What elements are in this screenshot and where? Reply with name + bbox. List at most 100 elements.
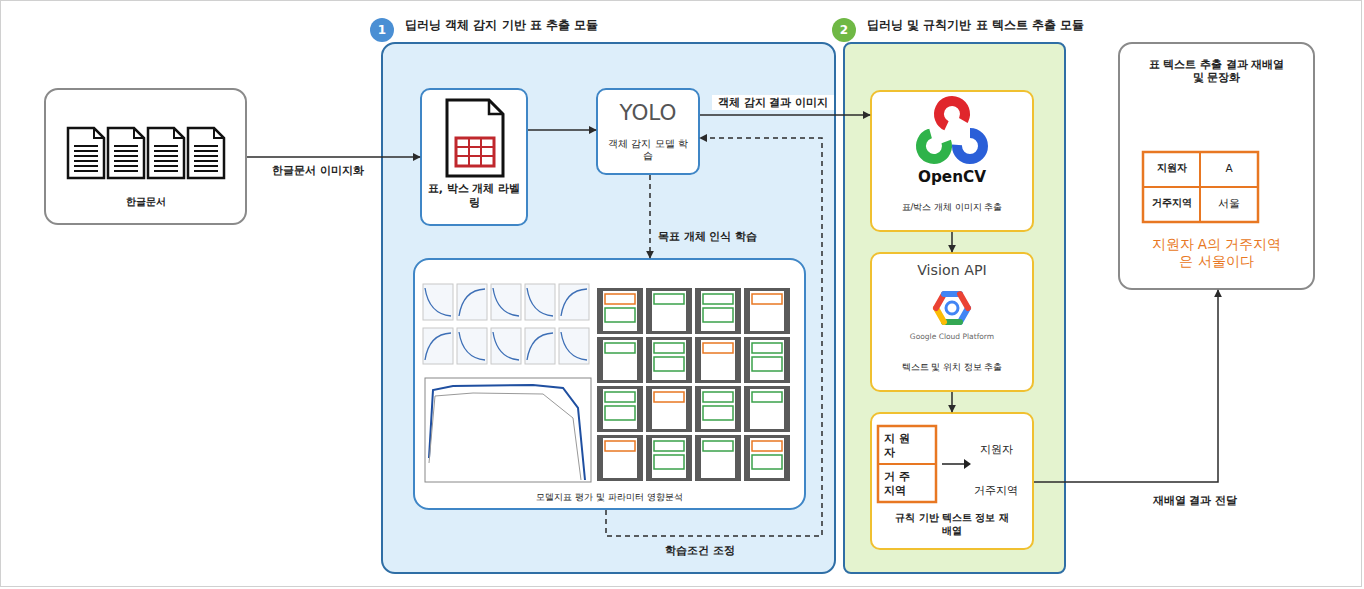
detection-box [752,343,782,353]
edge-label: 객체 감지 결과 이미지 [712,95,834,110]
connector [528,129,596,131]
table-line [456,146,494,148]
table-line [1199,152,1201,222]
detection-box [605,392,635,402]
node-title: 표 텍스트 추출 결과 재배열 및 문장화 [1148,58,1285,84]
thumbnail-page [603,389,637,429]
detection-box [752,294,782,304]
detection-box [703,441,733,451]
plot-curve [493,332,519,360]
arrow-symbol [942,463,964,465]
thumbnail-page [652,291,686,331]
node-title: OpenCV [870,168,1034,187]
plot-curve [425,288,451,316]
process-box: OpenCV 표/박스 개체 이미지 추출 [870,90,1034,232]
document-line [114,145,138,147]
detection-box [605,406,635,420]
table-outline [878,426,936,502]
edge-label: 한글문서 이미지화 [258,163,378,178]
thumbnail-page [750,340,784,380]
thumbnail-frame [744,435,790,481]
document-fold [134,128,144,138]
connector [247,156,420,158]
node-illustration [413,258,806,510]
detection-box [703,308,733,322]
thumbnail-frame [646,337,692,383]
detection-box [605,294,635,304]
thumbnail-frame [695,386,741,432]
node-title: 한글문서 [44,196,247,208]
thumbnail-page [701,291,735,331]
thumbnail-frame [597,288,643,334]
thumbnail-page [701,438,735,478]
table-cell: A [1201,162,1257,175]
detection-box [752,441,782,451]
table-cell: 지원자 [964,443,1028,456]
table-cell: 지 원 자 [884,432,914,460]
detection-box [654,294,684,304]
mini-plot [491,284,521,320]
document-line [194,145,218,147]
document-line [154,160,178,162]
mini-plot [559,284,589,320]
document-line [154,165,178,167]
table-cell: 거주지역 [964,484,1028,497]
callout-number: 2 [832,18,856,42]
callout-number: 1 [370,18,394,42]
document-line [194,170,218,172]
document-line [194,165,218,167]
node-text: 텍스트 및 위치 정보 추출 [870,362,1034,373]
document-line [194,160,218,162]
thumbnail-page [603,438,637,478]
detection-box [752,392,782,402]
detection-box [703,343,733,353]
edge-label: 학습조건 조정 [655,543,745,558]
thumbnail-page [701,389,735,429]
thumbnail-frame [646,288,692,334]
mini-plot [457,328,487,364]
plot-curve [459,289,485,316]
mini-plot [457,284,487,320]
plot-curve [527,288,553,316]
thumbnail-page [652,438,686,478]
thumbnail-frame [597,337,643,383]
table-cell: 거주지역 [1144,197,1199,210]
node-text: 표/박스 개체 이미지 추출 [870,202,1034,213]
arrow-symbol [964,459,971,469]
table-line [480,138,482,166]
table-cell: 지원자 [1144,162,1199,175]
document-line [74,160,98,162]
thumbnail-page [603,340,637,380]
process-box: 표, 박스 개체 라벨링 [420,88,528,226]
document-line [114,155,138,157]
node-title: YOLO [596,100,700,127]
mini-plot [525,284,555,320]
detection-box [703,392,733,402]
thumbnail-frame [744,337,790,383]
document-line [74,145,98,147]
thumbnail-page [652,389,686,429]
thumbnail-frame [695,435,741,481]
plot-curve [493,288,519,316]
thumbnail-frame [597,386,643,432]
detection-box [703,406,733,420]
result-box: 표 텍스트 추출 결과 재배열 및 문장화지원자 A의 거주지역은 서울이다 [1118,42,1315,290]
document-line [74,150,98,152]
node-text: 지원자 A의 거주지역은 서울이다 [1146,236,1287,270]
document-fold [174,128,184,138]
detection-box [654,343,684,353]
evaluation-box-fill [413,258,806,510]
plot-curve [429,385,585,480]
thumbnail-frame [597,435,643,481]
thumbnail-frame [744,288,790,334]
table-cell: 거 주 지역 [884,470,914,498]
detection-box [605,343,635,353]
node-text: Google Cloud Platform [870,332,1034,341]
document-fold [94,128,104,138]
mini-plot [423,328,453,364]
document-line [114,160,138,162]
node-text: 객체 감지 모델 학습 [608,138,688,162]
document-line [74,155,98,157]
node-title: Vision API [870,262,1034,280]
